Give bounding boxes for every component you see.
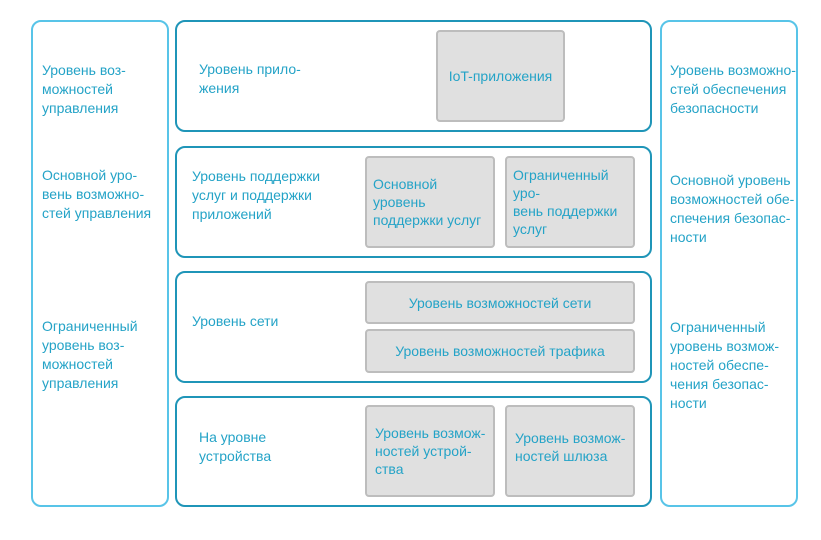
traffic-capabilities-box: Уровень возможностей трафика <box>365 329 635 373</box>
application-layer-label: Уровень прило- жения <box>199 61 301 96</box>
network-layer-label: Уровень сети <box>192 313 279 329</box>
application-layer <box>175 20 652 132</box>
iot-applications-box: IoT-приложения <box>436 30 565 122</box>
device-layer-label: На уровне устройства <box>199 429 272 464</box>
management-column <box>31 20 169 507</box>
security-column <box>660 20 798 507</box>
gateway-capabilities-box: Уровень возмож- ностей шлюза <box>505 405 635 497</box>
device-capabilities-box: Уровень возмож- ностей устрой- ства <box>365 405 495 497</box>
service-support-layer-label: Уровень поддержки услуг и поддержки прил… <box>192 168 321 222</box>
management-limited-label: Ограниченный уровень воз- можностей упра… <box>42 318 138 391</box>
management-basic-label: Основной уро- вень возможно- стей управл… <box>42 167 152 221</box>
security-basic-label: Основной уровень возможностей обе- спече… <box>670 172 795 245</box>
security-limited-label: Ограниченный уровень возмож- ностей обес… <box>670 319 780 411</box>
limited-service-support-box: Ограниченный уро- вень поддержки услуг <box>505 156 635 248</box>
management-capabilities-label: Уровень воз- можностей управления <box>42 62 126 116</box>
network-capabilities-box: Уровень возможностей сети <box>365 281 635 324</box>
security-capabilities-label: Уровень возможно- стей обеспечения безоп… <box>670 62 796 116</box>
basic-service-support-box: Основной уровень поддержки услуг <box>365 156 495 248</box>
